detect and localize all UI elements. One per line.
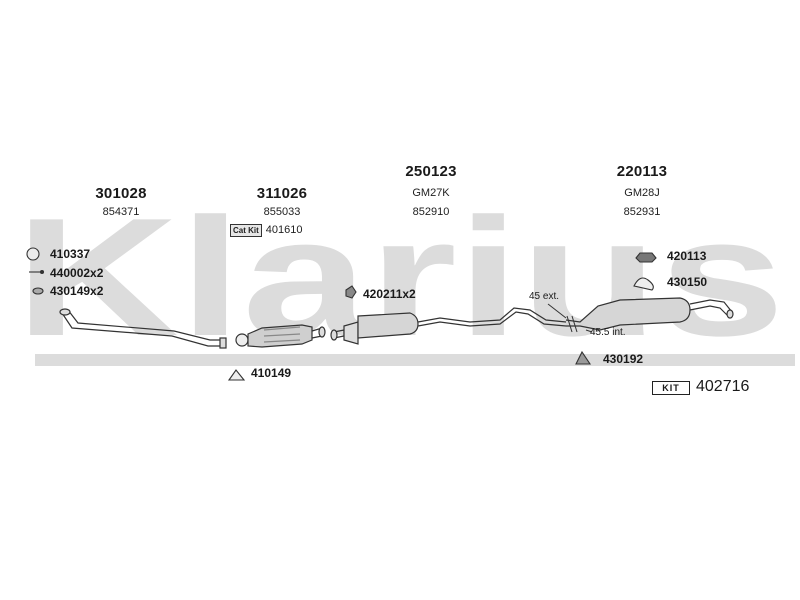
bolt-icon: [29, 269, 45, 275]
cut-marks: [547, 303, 593, 333]
bracket-icon: [575, 350, 592, 365]
group-4-main-number: 220113: [616, 163, 668, 180]
cat-kit-badge: Cat Kit: [230, 224, 262, 237]
group-1-main-number: 301028: [95, 185, 147, 202]
watermark-underline: [35, 354, 795, 366]
group-4-sub-number: 852931: [623, 206, 661, 218]
group-3-sub-code: GM27K: [412, 187, 450, 199]
clamp-icon: [633, 277, 654, 291]
group-4-sub-code: GM28J: [624, 187, 660, 199]
gasket-icon: [227, 369, 246, 381]
hanger-icon: [345, 285, 357, 299]
part-420113-label: 420113: [667, 249, 707, 263]
rear-silencer-220113: [565, 297, 734, 331]
group-1-sub-number: 854371: [102, 206, 140, 218]
rubber-mount-icon: [32, 287, 44, 295]
ring-gasket-icon: [26, 247, 40, 261]
watermark-text: Klarius: [15, 183, 785, 371]
cat-kit-number: 401610: [265, 224, 303, 236]
part-420211-label: 420211x2: [363, 287, 416, 301]
kit-badge: KIT: [652, 381, 690, 395]
part-430149-label: 430149x2: [50, 284, 104, 298]
group-3-main-number: 250123: [405, 163, 457, 180]
part-430150-label: 430150: [667, 275, 708, 289]
middle-silencer-250123: [330, 307, 567, 345]
group-2-sub-number: 855033: [263, 206, 301, 218]
part-430192-label: 430192: [603, 352, 644, 366]
group-2-main-number: 311026: [256, 185, 308, 202]
ext-annotation: 45 ext.: [529, 291, 560, 302]
part-410149-label: 410149: [251, 366, 292, 380]
part-440002-label: 440002x2: [50, 266, 104, 280]
mounting-rubber-icon: [635, 252, 657, 263]
part-410337-label: 410337: [50, 247, 91, 261]
group-3-sub-number: 852910: [412, 206, 450, 218]
int-annotation: 45.5 int.: [590, 327, 626, 338]
front-pipe-301028: [59, 308, 227, 349]
catalytic-converter-311026: [235, 324, 326, 348]
kit-number: 402716: [696, 378, 750, 395]
